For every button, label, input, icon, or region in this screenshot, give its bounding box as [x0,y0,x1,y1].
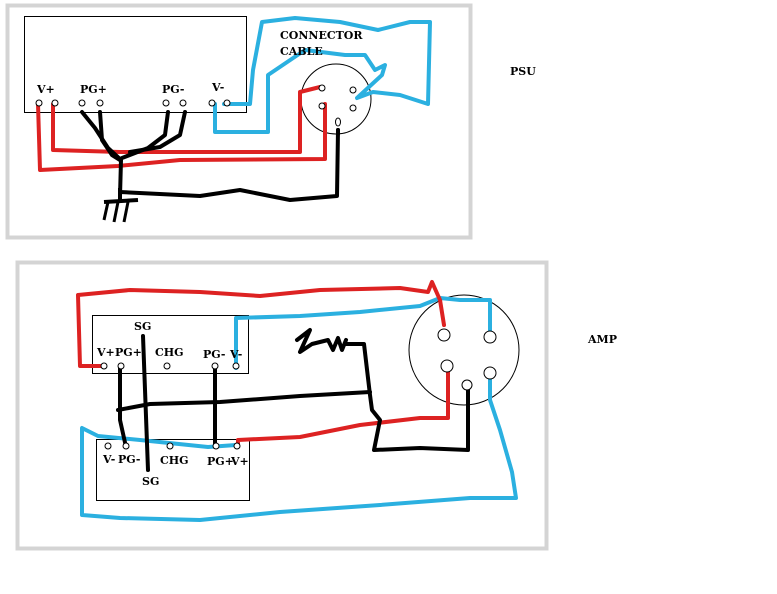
amp-upper-pin [163,362,171,370]
amp-upper-pin [117,362,125,370]
amp-blue-wire-outer [80,373,518,522]
amp-upper-unit-box [92,315,249,374]
psu-connector-pin [318,102,326,110]
psu-black-wire-pgminus-2 [128,110,187,154]
amp-connector-pin [437,328,451,342]
psu-terminal-vplus-label: V+ [36,83,55,96]
amp-upper-pin [211,362,219,370]
amp-upper-vplus-label: V+ [96,346,115,359]
connector-label-line1: CONNECTOR [280,29,363,42]
psu-pin [223,99,231,107]
psu-blue-wire [213,16,432,134]
psu-pin [51,99,59,107]
amp-upper-chg-label: CHG [155,346,184,359]
resistor-icon [295,328,348,354]
psu-unit-box [24,16,247,113]
amp-upper-sg-label: SG [134,320,151,333]
amp-lower-pin [104,442,112,450]
amp-blue-wire-top [234,296,492,370]
psu-pin [96,99,104,107]
amp-side-label: AMP [587,333,617,346]
psu-pin [78,99,86,107]
amp-lower-unit-box [96,439,250,501]
amp-red-wire-bottom [236,368,450,447]
amp-connector-pin [461,379,473,391]
psu-connector-pin [318,84,326,92]
amp-black-wire-bus [116,390,372,412]
psu-pin [162,99,170,107]
amp-lower-sg-label: SG [142,475,159,488]
amp-black-wire-pgplus [118,366,128,449]
amp-lower-pin [233,442,241,450]
psu-black-wire-ground-run [118,128,340,202]
amp-lower-vplus-label: V+ [230,455,249,468]
amp-upper-pin [232,362,240,370]
psu-red-wire-2 [36,102,327,172]
psu-terminal-pgminus-label: PG- [162,83,184,96]
amp-upper-vminus-label: V- [229,348,242,361]
amp-upper-pgplus-label: PG+ [115,346,142,359]
psu-pin [208,99,216,107]
amp-lower-pgminus-label: PG- [118,453,140,466]
amp-upper-pin [100,362,108,370]
psu-pin [179,99,187,107]
psu-red-wire-1 [51,85,322,154]
amp-connector-pin [483,330,497,344]
amp-lower-pin [212,442,220,450]
psu-connector-pin [335,117,341,127]
psu-side-label: PSU [510,65,536,78]
amp-lower-chg-label: CHG [160,454,189,467]
psu-panel: V+ PG+ PG- V- CONNECTOR CABLE PSU [5,3,536,240]
amp-connector-pin [483,366,497,380]
psu-black-wire-pgplus-2 [98,110,122,162]
psu-connector-pin [349,86,357,94]
amp-lower-pin [122,442,130,450]
psu-connector-pin [349,104,357,112]
amp-red-wire-top [76,280,446,368]
amp-panel: SG V+ PG+ CHG PG- V- V- PG- CHG PG+ V+ S… [15,260,617,551]
amp-upper-pgminus-label: PG- [203,348,225,361]
amp-connector-pin [440,359,454,373]
amp-lower-pgplus-label: PG+ [207,455,234,468]
connector-label-line2: CABLE [280,45,323,58]
psu-terminal-vminus-label: V- [211,81,224,94]
ground-icon [102,188,139,223]
amp-black-wire-resistor-feed [344,342,470,452]
psu-terminal-pgplus-label: PG+ [80,83,107,96]
psu-pin [35,99,43,107]
amp-lower-vminus-label: V- [102,453,115,466]
amp-lower-pin [166,442,174,450]
